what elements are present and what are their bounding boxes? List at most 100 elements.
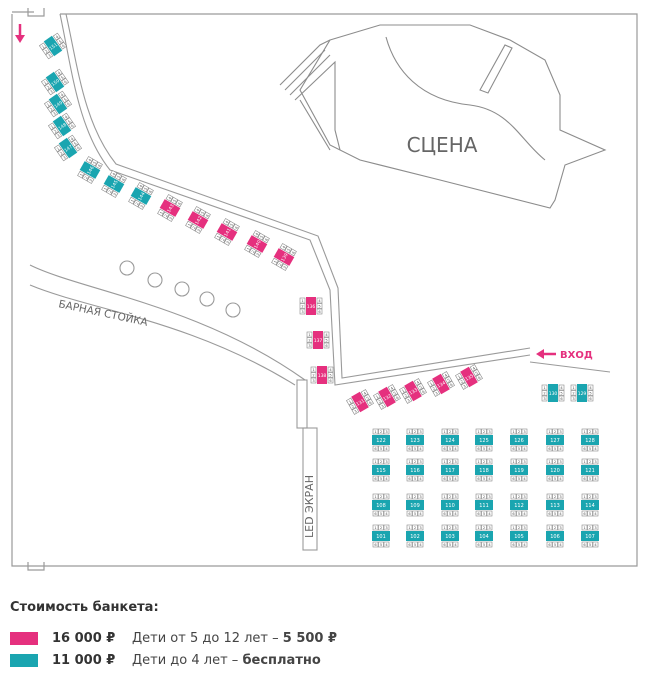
seat[interactable] (383, 475, 390, 482)
table-body[interactable] (406, 465, 424, 475)
seat[interactable] (452, 445, 459, 452)
table-body[interactable] (216, 223, 238, 241)
table-body[interactable] (460, 366, 478, 388)
table-body[interactable] (58, 137, 78, 159)
seat[interactable] (447, 475, 453, 482)
seat[interactable] (441, 524, 448, 531)
seat[interactable] (475, 524, 482, 531)
seat[interactable] (316, 303, 323, 309)
seat[interactable] (516, 428, 522, 435)
seat[interactable] (521, 475, 528, 482)
seat[interactable] (378, 524, 384, 531)
seat[interactable] (43, 100, 52, 109)
seat[interactable] (61, 112, 70, 121)
seat[interactable] (417, 428, 424, 435)
seat[interactable] (378, 458, 384, 465)
seat[interactable] (486, 445, 493, 452)
table-body[interactable] (581, 435, 599, 445)
seat[interactable] (552, 524, 558, 531)
seat[interactable] (227, 220, 236, 229)
seat[interactable] (327, 366, 334, 373)
seat[interactable] (50, 109, 59, 118)
seat[interactable] (383, 445, 390, 452)
seat[interactable] (383, 458, 390, 465)
seat[interactable] (57, 148, 65, 157)
table-body[interactable] (546, 465, 564, 475)
seat[interactable] (557, 458, 564, 465)
seat[interactable] (510, 458, 517, 465)
seat[interactable] (516, 524, 522, 531)
seat[interactable] (372, 428, 379, 435)
seat[interactable] (441, 371, 450, 379)
seat[interactable] (310, 377, 317, 384)
table-body[interactable] (372, 500, 390, 510)
seat[interactable] (404, 396, 413, 404)
seat[interactable] (38, 42, 47, 51)
seat[interactable] (592, 475, 599, 482)
seat[interactable] (175, 199, 183, 208)
table-body[interactable] (546, 500, 564, 510)
seat[interactable] (53, 144, 62, 153)
seat[interactable] (417, 475, 424, 482)
seat[interactable] (475, 541, 482, 548)
seat[interactable] (401, 391, 410, 400)
seat[interactable] (552, 445, 558, 452)
seat[interactable] (275, 260, 284, 269)
seat[interactable] (475, 373, 483, 382)
seat[interactable] (141, 184, 150, 193)
seat[interactable] (516, 458, 522, 465)
seat[interactable] (581, 458, 588, 465)
seat[interactable] (460, 382, 469, 390)
seat[interactable] (472, 368, 481, 377)
table-body[interactable] (406, 500, 424, 510)
seat[interactable] (58, 73, 66, 82)
seat[interactable] (417, 541, 424, 548)
table-body[interactable] (43, 35, 63, 57)
seat[interactable] (146, 187, 154, 196)
seat[interactable] (516, 541, 522, 548)
seat[interactable] (587, 428, 593, 435)
seat[interactable] (412, 458, 418, 465)
table-body[interactable] (510, 465, 528, 475)
seat[interactable] (581, 524, 588, 531)
seat[interactable] (413, 378, 422, 386)
seat[interactable] (592, 510, 599, 517)
seat[interactable] (447, 541, 453, 548)
seat[interactable] (457, 377, 466, 386)
seat[interactable] (557, 493, 564, 500)
seat[interactable] (372, 493, 379, 500)
table-body[interactable] (79, 161, 101, 179)
seat[interactable] (481, 493, 487, 500)
seat[interactable] (244, 244, 252, 253)
seat[interactable] (441, 510, 448, 517)
seat[interactable] (262, 235, 270, 244)
seat[interactable] (132, 199, 141, 208)
table-body[interactable] (159, 199, 181, 217)
seat[interactable] (57, 90, 66, 99)
seat[interactable] (222, 218, 231, 226)
table-body[interactable] (510, 531, 528, 541)
seat[interactable] (557, 475, 564, 482)
seat[interactable] (218, 235, 227, 244)
seat[interactable] (521, 445, 528, 452)
table-body[interactable] (372, 531, 390, 541)
seat[interactable] (348, 402, 357, 411)
seat[interactable] (452, 475, 459, 482)
table-body[interactable] (246, 235, 268, 253)
seat[interactable] (416, 382, 425, 391)
seat[interactable] (417, 510, 424, 517)
seat[interactable] (581, 428, 588, 435)
seat[interactable] (47, 87, 56, 96)
